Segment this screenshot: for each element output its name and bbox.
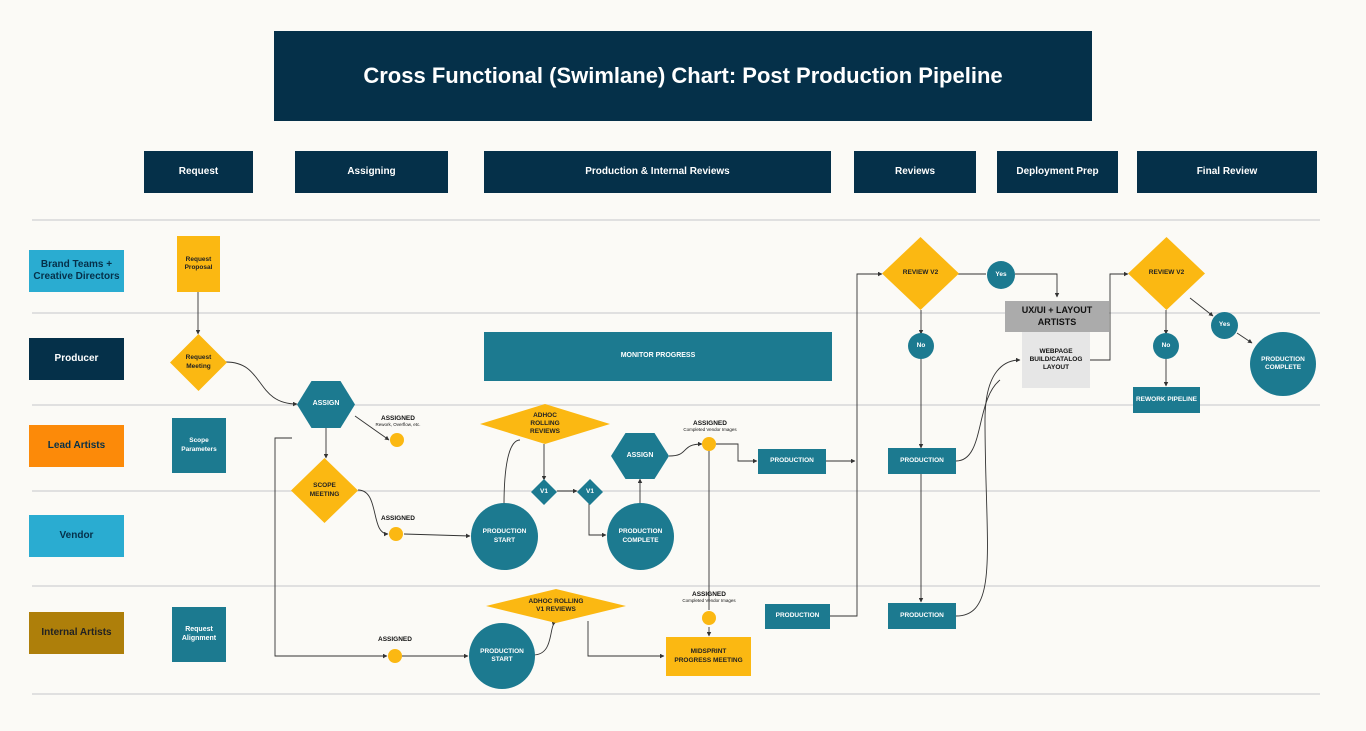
midsprint-progress-meeting-box: MIDSPRINT PROGRESS MEETING xyxy=(666,637,751,676)
scope-parameters-box: Scope Parameters xyxy=(172,418,226,473)
production-box-reviews-internal: PRODUCTION xyxy=(888,603,956,629)
request-proposal-box: Request Proposal xyxy=(177,236,220,292)
phase-reviews: Reviews xyxy=(854,151,976,193)
assigned-text: ASSIGNED xyxy=(381,515,415,522)
production-complete-vendor-circle: PRODUCTION COMPLETE xyxy=(607,503,674,570)
phase-deployment-prep: Deployment Prep xyxy=(997,151,1118,193)
production-box-lead: PRODUCTION xyxy=(758,449,826,474)
assigned-dot-internal xyxy=(388,649,402,663)
assigned-label-lead: ASSIGNED Rework, Overflow, etc. xyxy=(368,415,428,427)
assigned-note: Rework, Overflow, etc. xyxy=(375,422,421,427)
phase-final-review: Final Review xyxy=(1137,151,1317,193)
completed-vendor-images-note: Completed Vendor Images xyxy=(682,598,736,603)
no-circle-1: No xyxy=(908,333,934,359)
phase-assigning: Assigning xyxy=(295,151,448,193)
page-title: Cross Functional (Swimlane) Chart: Post … xyxy=(274,31,1092,121)
assign-hexagon-lead: ASSIGN xyxy=(611,433,669,479)
completed-vendor-images-note: Completed Vendor Images xyxy=(683,427,737,432)
assigned-text: ASSIGNED xyxy=(381,415,415,422)
lane-separators xyxy=(32,219,1320,695)
no-circle-2: No xyxy=(1153,333,1179,359)
assigned-text: ASSIGNED xyxy=(378,636,412,643)
yes-circle-1: Yes xyxy=(987,261,1015,289)
assigned-label-completed: ASSIGNED Completed Vendor Images xyxy=(670,420,750,432)
production-start-vendor-circle: PRODUCTION START xyxy=(471,503,538,570)
production-box-internal: PRODUCTION xyxy=(765,604,830,629)
request-alignment-box: Request Alignment xyxy=(172,607,226,662)
phase-request: Request xyxy=(144,151,253,193)
assigned-label-internal-completed: ASSIGNED Completed Vendor Images xyxy=(669,591,749,603)
assigned-dot-completed xyxy=(702,437,716,451)
lane-internal-artists: Internal Artists xyxy=(29,612,124,654)
yes-circle-2: Yes xyxy=(1211,312,1238,339)
webpage-build-box: WEBPAGE BUILD/CATALOG LAYOUT xyxy=(1022,332,1090,388)
assigned-label-vendor: ASSIGNED xyxy=(368,515,428,522)
assigned-text: ASSIGNED xyxy=(692,591,726,598)
assigned-dot-internal-completed xyxy=(702,611,716,625)
uxui-layout-artists-box: UX/UI + LAYOUT ARTISTS xyxy=(1005,301,1109,332)
phase-production: Production & Internal Reviews xyxy=(484,151,831,193)
production-start-internal-circle: PRODUCTION START xyxy=(469,623,535,689)
lane-brand-teams: Brand Teams + Creative Directors xyxy=(29,250,124,292)
lane-lead-artists: Lead Artists xyxy=(29,425,124,467)
production-box-reviews-lead: PRODUCTION xyxy=(888,448,956,474)
assigned-text: ASSIGNED xyxy=(693,420,727,427)
flow-arrows xyxy=(195,271,1253,659)
monitor-progress-box: MONITOR PROGRESS xyxy=(484,332,832,381)
rework-pipeline-box: REWORK PIPELINE xyxy=(1133,387,1200,413)
assigned-label-internal: ASSIGNED xyxy=(365,636,425,643)
lane-vendor: Vendor xyxy=(29,515,124,557)
assigned-dot-vendor xyxy=(389,527,403,541)
assigned-dot-lead xyxy=(390,433,404,447)
lane-producer: Producer xyxy=(29,338,124,380)
production-complete-final-circle: PRODUCTION COMPLETE xyxy=(1250,332,1316,396)
